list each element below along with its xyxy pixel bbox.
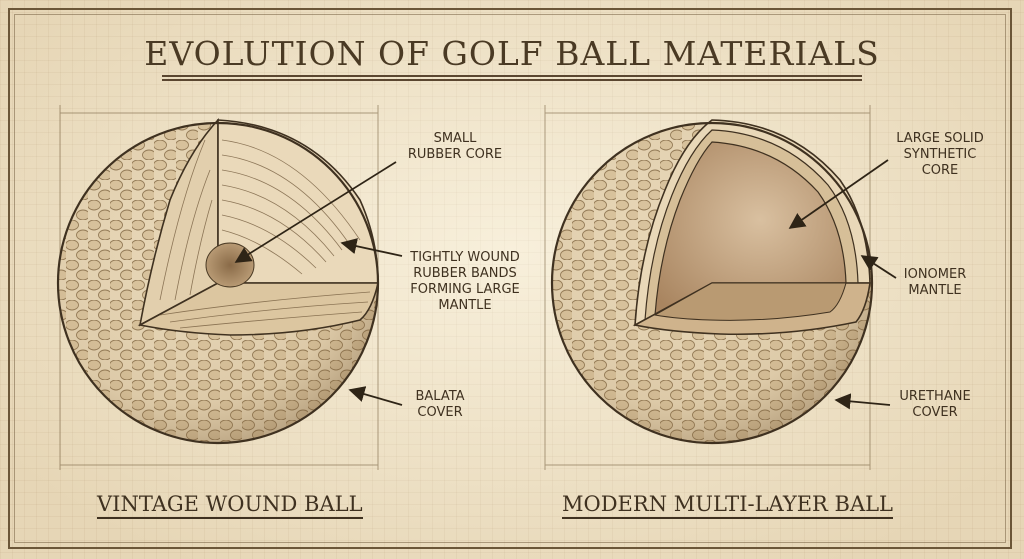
inner-border	[14, 14, 1006, 543]
arrow-wound-mantle	[340, 238, 403, 257]
vintage-cutaway	[138, 117, 219, 327]
outer-border	[8, 8, 1012, 549]
arrow-urethane-cover	[834, 393, 891, 410]
title-rule-bottom	[162, 79, 862, 81]
arrow-synthetic-core	[788, 159, 889, 229]
title-rule-top	[162, 75, 862, 77]
page-title: EVOLUTION OF GOLF BALL MATERIALS	[144, 34, 880, 73]
label-urethane-cover: URETHANE COVER	[899, 389, 971, 420]
small-rubber-core	[205, 242, 255, 288]
arrow-ionomer-mantle	[860, 255, 897, 279]
rubber-band-windings	[159, 139, 371, 329]
label-wound-rubber-mantle: TIGHTLY WOUND RUBBER BANDS FORMING LARGE…	[410, 250, 520, 313]
label-balata-cover: BALATA COVER	[415, 389, 465, 420]
caption-vintage-wound-ball: VINTAGE WOUND BALL	[97, 492, 363, 519]
label-ionomer-mantle: IONOMER MANTLE	[903, 267, 967, 298]
caption-modern-multi-layer-ball: MODERN MULTI-LAYER BALL	[562, 492, 894, 519]
label-large-synthetic-core: LARGE SOLID SYNTHETIC CORE	[896, 131, 984, 178]
label-small-rubber-core: SMALL RUBBER CORE	[407, 131, 503, 162]
modern-ball	[550, 119, 874, 445]
arrow-balata-cover	[348, 386, 403, 406]
arrow-small-core	[234, 161, 397, 263]
vintage-ball	[56, 117, 380, 445]
leader-arrows	[234, 159, 897, 410]
